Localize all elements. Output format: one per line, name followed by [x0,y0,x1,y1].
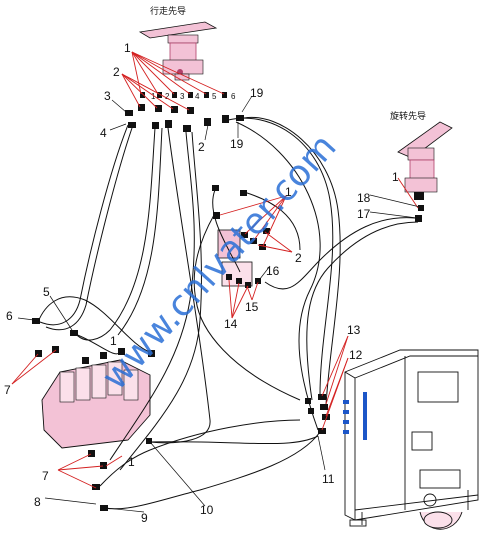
callout-5: 5 [43,285,50,299]
callout-6: 6 [6,309,13,323]
callout-leaders [11,51,419,489]
callout-1-center: 1 [285,185,292,199]
callout-19-top: 19 [250,86,264,100]
callout-labels: 1 2 3 4 19 2 19 1 18 17 1 2 16 15 14 5 6… [4,41,399,525]
port-number-3: 3 [180,92,185,101]
callout-10: 10 [200,503,214,517]
callout-13: 13 [347,323,361,337]
main-control-valve [32,318,155,511]
pilot-hoses [37,116,419,510]
callout-leaders-black [17,95,421,513]
callout-18: 18 [357,191,371,205]
callout-2-top: 2 [113,65,120,79]
callout-11: 11 [322,472,335,486]
center-valve-block [212,185,270,288]
port-number-2: 2 [165,92,170,101]
callout-8: 8 [34,495,41,509]
callout-2-center: 2 [295,251,302,265]
callout-14: 14 [224,317,238,331]
callout-2-mid: 2 [198,140,205,154]
port-number-4: 4 [195,92,200,101]
callout-16: 16 [266,264,280,278]
callout-1-bottom: 1 [128,455,135,469]
port-number-6: 6 [231,92,236,101]
swing-pilot-pedal: 旋转先导 [390,110,453,222]
port-number-1: 1 [151,92,156,101]
hydraulic-tank [344,349,479,530]
travel-pedal-title: 行走先导 [150,5,186,17]
callout-15: 15 [245,300,259,314]
callout-7-lower: 7 [42,469,49,483]
callout-19-mid: 19 [230,137,244,151]
swing-pedal-title: 旋转先导 [390,110,426,122]
callout-1-left: 1 [110,334,117,348]
callout-12: 12 [349,348,363,362]
callout-7-upper: 7 [4,383,11,397]
callout-4: 4 [100,126,107,140]
travel-pilot-pedal: 行走先导 [138,5,218,81]
callout-1-right: 1 [392,170,399,184]
pilot-fittings-row [125,110,244,132]
callout-9: 9 [141,511,148,525]
port-number-5: 5 [212,92,217,101]
tank-inlet-ports [305,392,367,440]
callout-3: 3 [104,89,111,103]
callout-17: 17 [357,207,371,221]
travel-pedal-ports: 1 2 3 4 5 6 [138,92,236,114]
callout-1-top: 1 [124,41,131,55]
